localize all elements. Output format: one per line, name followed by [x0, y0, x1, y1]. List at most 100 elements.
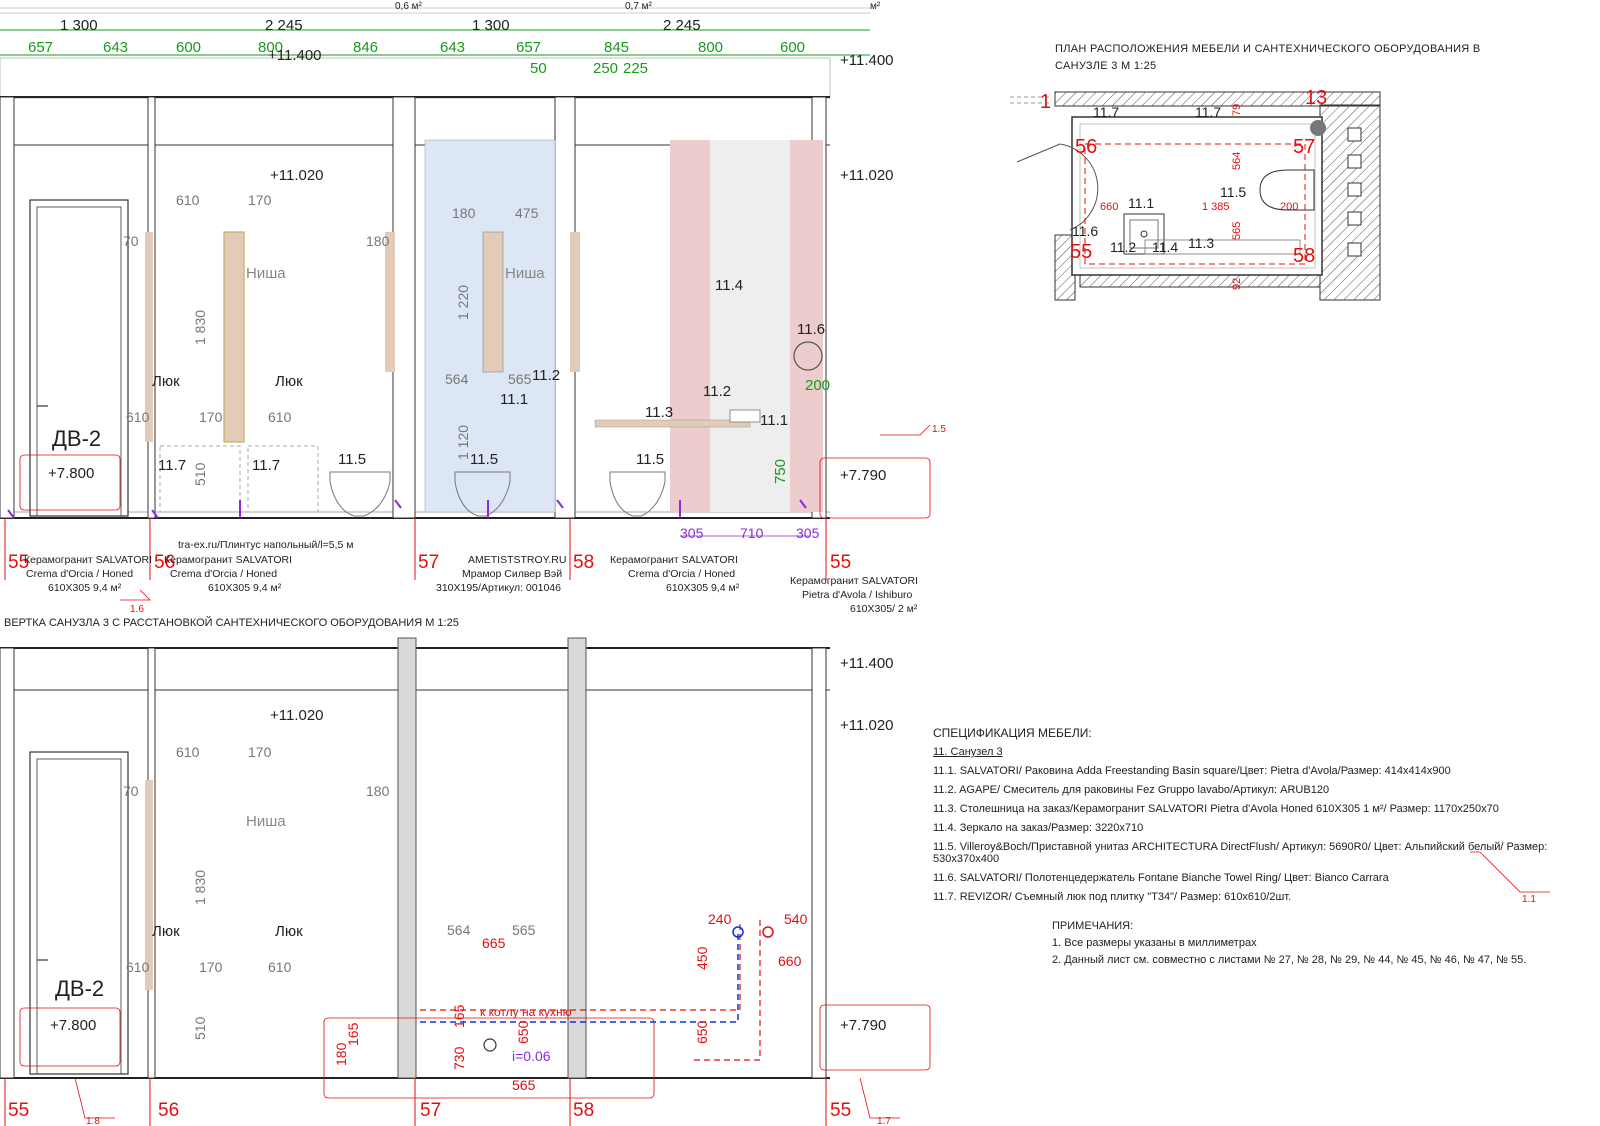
plan-dim-red: 92	[1231, 278, 1243, 290]
dim-red: 650	[694, 1020, 710, 1044]
item-label: 11.5	[470, 451, 498, 468]
section-title-text: ВЕРТКА САНУЗЛА 3 С РАССТАНОВКОЙ САНТЕХНИ…	[4, 616, 459, 629]
dim-gray: 510	[192, 1016, 208, 1040]
spec-item: 11.5. Villeroy&Boch/Приставной унитаз AR…	[933, 841, 1548, 865]
plan-item-label: 11.3	[1188, 235, 1214, 251]
section-title: ВЕРТКА САНУЗЛА 3 С РАССТАНОВКОЙ САНТЕХНИ…	[4, 616, 459, 629]
item-label: 11.1	[760, 412, 788, 429]
bottom-axes: 55 56 57 58 55	[8, 1100, 851, 1121]
note-item: 2. Данный лист см. совместно с листами №…	[1052, 954, 1527, 966]
spec-item: 11.2. AGAPE/ Смеситель для раковины Fez …	[933, 784, 1330, 796]
level-mark: +7.790	[840, 467, 886, 484]
item-label: 11.2	[703, 383, 731, 400]
dim-gray: 610	[268, 959, 292, 975]
axis-label: 55	[8, 1100, 29, 1121]
plan-item-label: 11.6	[1072, 223, 1098, 239]
bottom-elevation	[0, 637, 931, 1126]
item-label: 11.2	[532, 367, 560, 384]
plan-dim-red: 564	[1231, 152, 1243, 170]
material-line: Pietra d'Avola / Ishiburo	[802, 589, 913, 601]
dim-green: 657	[516, 39, 541, 56]
item-label: 11.1	[500, 391, 528, 408]
plan-dim-red: 660	[1100, 201, 1118, 213]
plan-dim-red: 565	[1231, 222, 1243, 240]
material-line: Crema d'Orcia / Honed	[628, 568, 735, 580]
dim-green: 200	[805, 377, 830, 394]
dim-green: 845	[604, 39, 629, 56]
axis-label: 57	[420, 1100, 441, 1121]
dim-green: 800	[258, 39, 283, 56]
dim-gray: 565	[512, 922, 536, 938]
niche-label: Ниша	[505, 265, 545, 282]
dim-gray: 565	[508, 371, 532, 387]
top-dims-gray: 610 170 70 1 830 610 170 610 510 180 180…	[123, 192, 539, 486]
axis-label: 56	[158, 1100, 179, 1121]
door-label: ДВ-2	[52, 426, 101, 451]
level-mark: +7.790	[840, 1017, 886, 1034]
item-label: 11.6	[797, 321, 825, 338]
dim-red: 665	[482, 935, 506, 951]
top-axes: 55 56 57 58 55	[8, 552, 851, 573]
tag: 1.5	[932, 424, 946, 435]
spec-item: 11.7. REVIZOR/ Съемный люк под плитку "T…	[933, 891, 1292, 903]
bathroom-plan	[1010, 91, 1381, 301]
dim-gray: 70	[123, 783, 139, 799]
dim-green: 643	[103, 39, 128, 56]
level-mark: +11.020	[270, 707, 324, 724]
plan-item-label: 11.7	[1093, 104, 1119, 120]
top-tags: 1.5 1.6	[130, 424, 946, 615]
dim-gray: 510	[192, 462, 208, 486]
spec-subheading: 11. Санузел 3	[933, 746, 1003, 758]
dim-red: 730	[451, 1046, 467, 1070]
dim-gray: 170	[199, 409, 223, 425]
dim-green: 250	[593, 60, 618, 77]
axis-label: 55	[830, 552, 851, 573]
level-mark: +11.400	[840, 655, 894, 672]
axis-label: 56	[1075, 136, 1097, 158]
item-label: 11.5	[636, 451, 664, 468]
item-label: 11.7	[252, 457, 280, 474]
bottom-dims-gray: 610 170 70 1 830 610 170 610 510 180 564…	[123, 744, 536, 1040]
niche-label: Ниша	[246, 813, 286, 830]
material-line: 610X305 9,4 м²	[48, 582, 122, 594]
dim-red: 565	[512, 1077, 536, 1093]
material-line: Керамогранит SALVATORI	[610, 554, 738, 566]
hatch-label: Люк	[275, 923, 303, 940]
axis-label: 58	[573, 552, 594, 573]
material-line: Керамогранит SALVATORI	[164, 554, 292, 566]
top-elevation	[0, 7, 931, 601]
dim-top: 1 300	[472, 17, 510, 34]
top-areas: 0,6 м² 0,7 м² м²	[395, 1, 881, 12]
notes: ПРИМЕЧАНИЯ: 1. Все размеры указаны в мил…	[1052, 920, 1526, 971]
bottom-dims-red: 665 240 540 450 660 165 650 180 165 730 …	[333, 911, 808, 1093]
material-line: Crema d'Orcia / Honed	[26, 568, 133, 580]
dim-gray: 610	[126, 959, 150, 975]
dim-gray: 564	[447, 922, 471, 938]
dim-green: 643	[440, 39, 465, 56]
spec-item: 11.3. Столешница на заказ/Керамогранит S…	[933, 803, 1499, 815]
dim-top: 2 245	[663, 17, 701, 34]
material-line: tra-ex.ru/Плинтус напольный/l=5,5 м	[178, 539, 353, 551]
dim-green: 600	[780, 39, 805, 56]
axis-label: 55	[8, 552, 29, 573]
dim-top: 2 245	[265, 17, 303, 34]
plan-texts: 1 13 56 57 55 58 11.7 11.7 11.5 11.1 11.…	[1040, 87, 1327, 290]
dim-gray: 610	[176, 744, 200, 760]
material-line: Мрамор Силвер Вэй	[462, 568, 562, 580]
dim-gray: 610	[176, 192, 200, 208]
dim-red: 540	[784, 911, 808, 927]
axis-label: 57	[1293, 136, 1315, 158]
plan-dim-red: 200	[1280, 201, 1298, 213]
plan-item-label: 11.7	[1195, 104, 1221, 120]
plan-dim-red: 79	[1231, 104, 1243, 116]
dim-gray: 610	[126, 409, 150, 425]
hatch-label: Люк	[275, 373, 303, 390]
dim-red: 450	[694, 946, 710, 970]
dim-gray: 180	[452, 205, 476, 221]
top-dims-purple: 305 710 305	[680, 525, 820, 541]
door-label: ДВ-2	[55, 976, 104, 1001]
dim-gray: 70	[123, 233, 139, 249]
niche-label: Ниша	[246, 265, 286, 282]
plan-item-label: 11.4	[1152, 239, 1178, 255]
level-mark: +11.020	[840, 167, 894, 184]
